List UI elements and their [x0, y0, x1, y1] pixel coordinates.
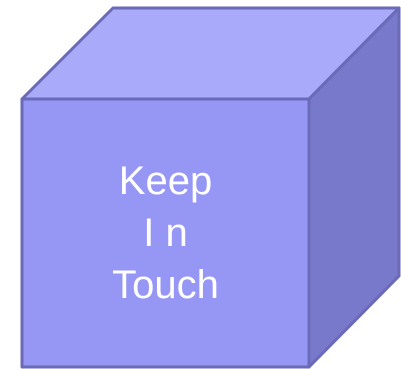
- cube-label: Keep I n Touch: [22, 99, 309, 367]
- cube-label-line-3: Touch: [112, 259, 219, 311]
- cube-label-line-1: Keep: [119, 155, 212, 207]
- cube-label-line-2: I n: [143, 207, 187, 259]
